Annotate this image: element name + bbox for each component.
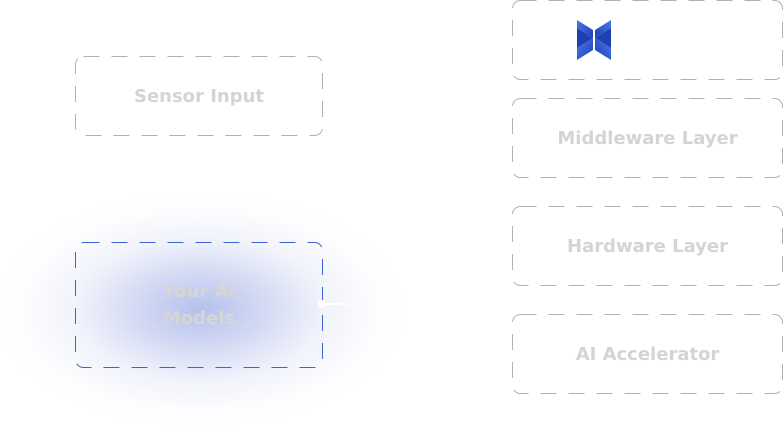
hardware-layer-label: Hardware Layer [567, 235, 728, 257]
ai-models-box: Your AI Models [75, 242, 323, 368]
sensor-input-label: Sensor Input [133, 85, 265, 107]
logo-box-border [512, 0, 783, 80]
brand-x-logo-icon [577, 20, 611, 60]
middleware-layer-box: Middleware Layer [512, 98, 783, 178]
connector-line [322, 303, 382, 305]
ai-models-label: Your AI Models [163, 278, 235, 332]
sensor-input-box: Sensor Input [75, 56, 323, 136]
ai-accelerator-label: AI Accelerator [575, 343, 720, 365]
logo-box [512, 0, 783, 80]
ai-accelerator-box: AI Accelerator [512, 314, 783, 394]
hardware-layer-box: Hardware Layer [512, 206, 783, 286]
connector-dot [318, 300, 326, 308]
ai-models-label-line1: Your AI [162, 281, 236, 302]
middleware-layer-label: Middleware Layer [557, 127, 738, 149]
ai-models-label-line2: Models [162, 308, 236, 329]
